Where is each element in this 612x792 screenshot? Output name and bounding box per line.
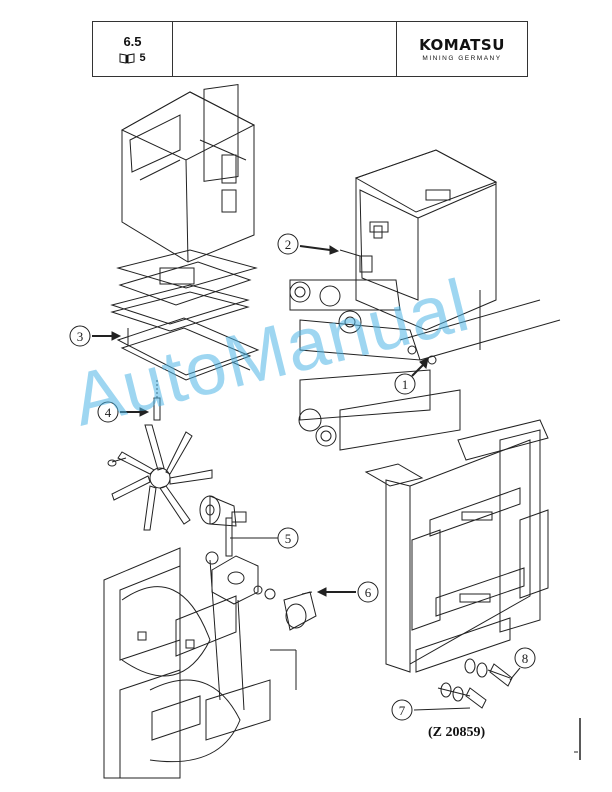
fan-hub [199,495,247,527]
section-cell: 6.5 5 [93,22,173,76]
mounting-plates [110,249,260,381]
brand-logo: KOMATSU MINING GERMANY [397,22,527,76]
section-number: 6.5 [123,34,142,49]
callout-2-label: 2 [285,237,292,252]
radiator-frame [103,547,297,779]
bolt-7 [437,682,487,709]
callout-5-label: 5 [285,531,292,546]
page-reference: 5 [119,52,146,64]
callout-1-label: 1 [402,377,409,392]
page-ref-number: 5 [139,52,146,64]
callout-7 [391,699,471,721]
sub-frame [364,419,549,673]
header-title-cell [173,22,397,76]
cabin-housing [120,83,256,263]
callout-4-label: 4 [105,405,112,420]
callout-4 [97,380,161,423]
callout-2 [277,233,373,273]
callout-8-label: 8 [522,651,529,666]
callout-6 [253,581,379,631]
brand-name: KOMATSU [419,36,505,54]
drive-linkage [289,279,561,451]
callout-6-label: 6 [365,585,372,600]
arrow-right-icon [111,331,122,341]
callout-7-label: 7 [399,703,406,718]
page-header: 6.5 5 KOMATSU MINING GERMANY [92,21,528,77]
book-icon [119,52,135,64]
bolt-8 [464,658,513,687]
brand-subtitle: MINING GERMANY [422,55,502,62]
callout-8 [509,647,536,681]
fan-assembly [107,424,213,531]
callout-1 [394,357,429,395]
engine-block [354,149,498,350]
callout-3 [69,325,129,347]
callout-3-label: 3 [77,329,84,344]
figure-id: (Z 20859) [428,725,486,740]
